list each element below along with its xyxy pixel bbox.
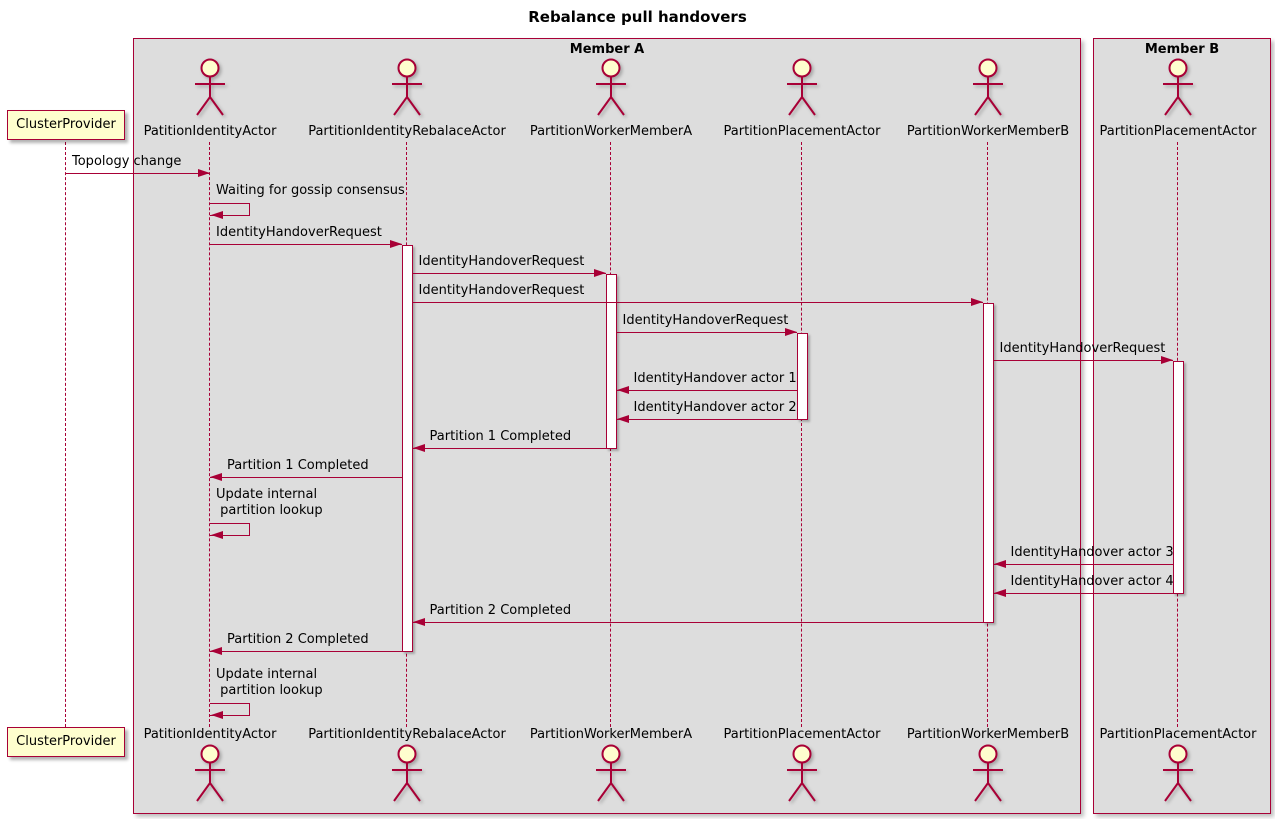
message-arrowhead — [412, 618, 425, 626]
message-label: Partition 2 Completed — [227, 632, 369, 647]
actor-icon — [970, 58, 1006, 120]
actor-icon — [389, 744, 425, 806]
message-arrowhead — [211, 711, 223, 719]
message-line — [616, 390, 797, 391]
message-label: Topology change — [72, 154, 182, 169]
message-label: Waiting for gossip consensus — [216, 183, 405, 198]
actor-name: PatitionIdentityActor — [143, 727, 277, 742]
message-line — [993, 360, 1173, 361]
message-label: IdentityHandover actor 2 — [633, 400, 797, 415]
activation-bar — [401, 245, 413, 652]
activation-bar — [605, 274, 617, 449]
self-message-loop — [210, 203, 250, 216]
message-line — [412, 448, 606, 449]
message-label: IdentityHandover actor 3 — [1010, 545, 1174, 560]
message-arrowhead — [784, 328, 797, 336]
actor-name: PartitionWorkerMemberB — [906, 727, 1070, 742]
participant-box: ClusterProvider — [7, 110, 125, 140]
message-line — [210, 477, 402, 478]
message-line — [616, 419, 797, 420]
message-label: IdentityHandover actor 1 — [633, 371, 797, 386]
actor-name: PartitionIdentityRebalaceActor — [308, 727, 506, 742]
message-label: IdentityHandoverRequest — [999, 341, 1166, 356]
message-line — [616, 332, 797, 333]
message-arrowhead — [211, 211, 223, 219]
actor-icon — [970, 744, 1006, 806]
actor-icon — [192, 58, 228, 120]
message-arrowhead — [970, 298, 983, 306]
message-arrowhead — [593, 269, 606, 277]
self-message-loop — [210, 523, 250, 536]
message-line — [412, 273, 606, 274]
diagram-title: Rebalance pull handovers — [528, 8, 747, 26]
message-label: Update internal partition lookup — [216, 667, 323, 698]
member-box-label: Member B — [1144, 42, 1220, 57]
lifeline — [801, 142, 802, 727]
participant-box: ClusterProvider — [7, 727, 125, 757]
activation-bar — [796, 333, 808, 420]
message-label: IdentityHandoverRequest — [418, 254, 585, 269]
message-line — [412, 622, 983, 623]
message-line — [412, 302, 983, 303]
actor-icon — [784, 744, 820, 806]
message-arrowhead — [616, 415, 629, 423]
message-label: IdentityHandoverRequest — [418, 283, 585, 298]
message-arrowhead — [412, 444, 425, 452]
self-message-loop — [210, 703, 250, 716]
activation-bar — [1172, 361, 1184, 594]
message-line — [210, 651, 402, 652]
actor-icon — [1160, 744, 1196, 806]
actor-name: PartitionPlacementActor — [1099, 727, 1257, 742]
actor-icon — [593, 744, 629, 806]
actor-name: PartitionWorkerMemberA — [529, 727, 693, 742]
message-arrowhead — [993, 560, 1006, 568]
member-box-label: Member A — [569, 42, 645, 57]
message-arrowhead — [1160, 356, 1173, 364]
actor-name: PartitionWorkerMemberB — [906, 124, 1070, 139]
lifeline — [65, 142, 66, 727]
message-arrowhead — [211, 531, 223, 539]
actor-name: PartitionWorkerMemberA — [529, 124, 693, 139]
message-arrowhead — [198, 169, 210, 177]
message-line — [210, 244, 402, 245]
activation-bar — [982, 303, 994, 623]
actor-name: PartitionIdentityRebalaceActor — [308, 124, 506, 139]
message-arrowhead — [210, 473, 222, 481]
actor-name: PatitionIdentityActor — [143, 124, 277, 139]
actor-name: PartitionPlacementActor — [1099, 124, 1257, 139]
actor-icon — [784, 58, 820, 120]
message-arrowhead — [993, 589, 1006, 597]
message-label: IdentityHandoverRequest — [622, 313, 789, 328]
message-arrowhead — [210, 647, 222, 655]
message-line — [993, 564, 1173, 565]
actor-icon — [1160, 58, 1196, 120]
actor-name: PartitionPlacementActor — [723, 124, 881, 139]
message-label: Partition 2 Completed — [429, 603, 572, 618]
message-arrowhead — [616, 386, 629, 394]
actor-icon — [192, 744, 228, 806]
lifeline — [209, 142, 210, 727]
message-label: Partition 1 Completed — [429, 429, 572, 444]
message-label: Partition 1 Completed — [227, 458, 369, 473]
message-label: Update internal partition lookup — [216, 487, 323, 518]
message-line — [66, 173, 210, 174]
message-line — [993, 593, 1173, 594]
message-label: IdentityHandover actor 4 — [1010, 574, 1174, 589]
actor-icon — [389, 58, 425, 120]
message-label: IdentityHandoverRequest — [216, 225, 382, 240]
actor-icon — [593, 58, 629, 120]
message-arrowhead — [389, 240, 402, 248]
actor-name: PartitionPlacementActor — [723, 727, 881, 742]
